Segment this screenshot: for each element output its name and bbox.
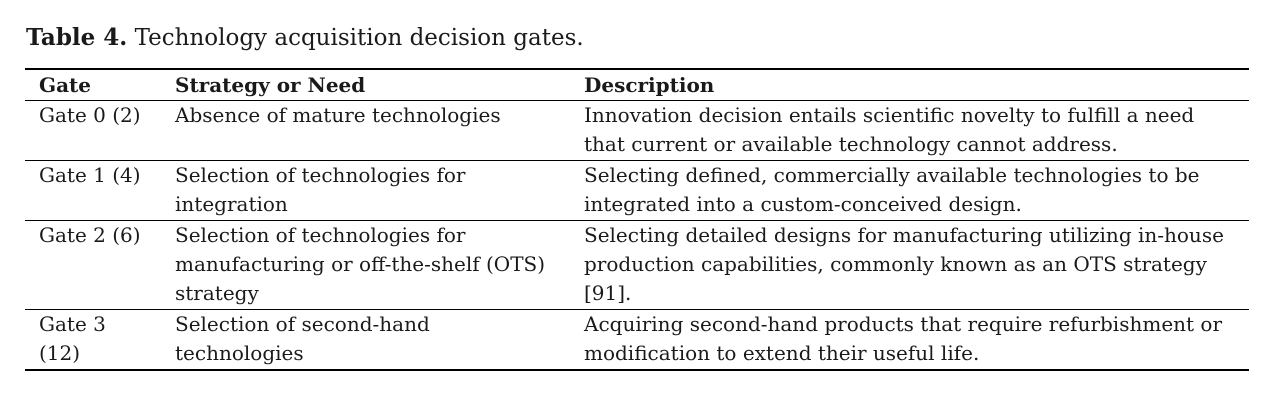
- header-gate: Gate: [25, 69, 161, 101]
- table-row: Gate 3 (12) Selection of second-hand tec…: [25, 309, 1249, 370]
- strategy-cell: Absence of mature technologies: [175, 103, 501, 127]
- gate-cell: Gate 2 (6): [25, 220, 161, 310]
- gate-cell: Gate 3 (12): [25, 309, 161, 370]
- gate-cell: Gate 1 (4): [25, 160, 161, 221]
- description-cell: Innovation decision entails scientific n…: [584, 103, 1195, 156]
- table-row: Gate 1 (4) Selection of technologies for…: [25, 160, 1249, 221]
- header-strategy: Strategy or Need: [161, 69, 570, 101]
- strategy-cell: Selection of technologies for manufactur…: [161, 220, 570, 310]
- table-caption-text: Technology acquisition decision gates.: [134, 25, 584, 51]
- strategy-cell: Selection of second-hand technologies: [161, 309, 570, 370]
- table-caption: Table 4. Technology acquisition decision…: [26, 22, 584, 54]
- description-cell: Acquiring second-hand products that requ…: [570, 309, 1249, 370]
- decision-gates-table: Gate Strategy or Need Description Gate 0…: [25, 68, 1249, 371]
- table-header-row: Gate Strategy or Need Description: [25, 69, 1249, 101]
- strategy-cell: Selection of technologies for integratio…: [161, 160, 570, 221]
- description-cell: Selecting detailed designs for manufactu…: [570, 220, 1249, 310]
- gate-cell: Gate 0 (2): [39, 103, 141, 127]
- table-row: Gate 0 (2) Absence of mature technologie…: [25, 101, 1249, 161]
- table-caption-label: Table 4.: [26, 24, 128, 51]
- header-description: Description: [570, 69, 1249, 101]
- table-row: Gate 2 (6) Selection of technologies for…: [25, 220, 1249, 310]
- description-cell: Selecting defined, commercially availabl…: [570, 160, 1249, 221]
